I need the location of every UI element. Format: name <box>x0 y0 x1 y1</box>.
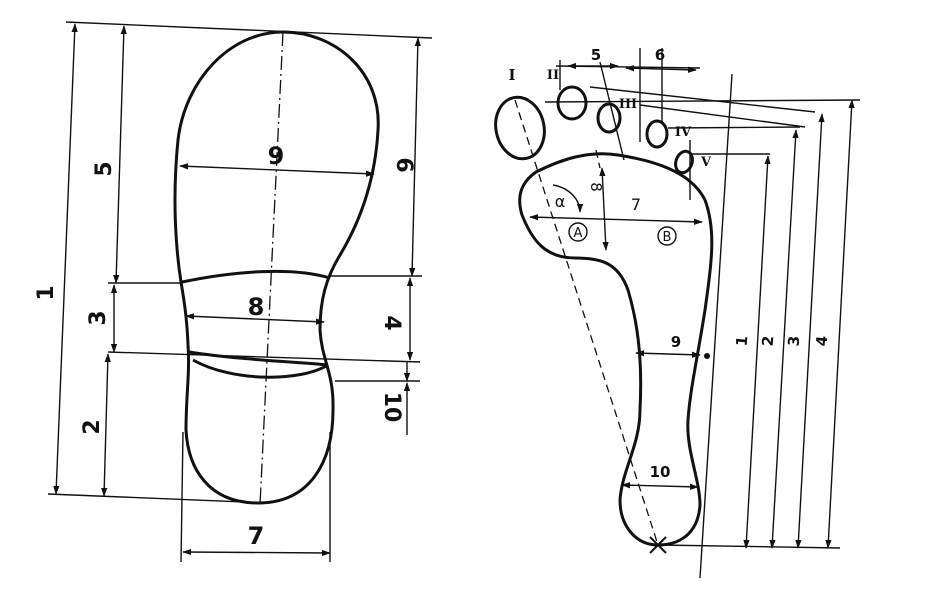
right-foot-figure: 5 6 I II III IV V α 8 7 A B 9 10 1 <box>494 46 861 579</box>
left-footprint-figure: 1 5 3 2 6 4 10 9 8 7 <box>34 21 433 563</box>
toe-3-label: III <box>619 97 637 112</box>
left-dim-4: 4 <box>379 315 404 330</box>
toe-4-shape <box>645 119 669 149</box>
point-b-label: B <box>663 230 672 245</box>
left-dim-5: 5 <box>92 161 117 176</box>
left-dim-7: 7 <box>248 522 265 550</box>
right-dim-9: 9 <box>671 333 681 351</box>
toe-2-shape <box>556 85 588 121</box>
right-dim-7: 7 <box>631 195 641 214</box>
right-dim-5: 5 <box>591 46 601 64</box>
toe-3-shape <box>596 102 622 134</box>
right-dim-6: 6 <box>655 46 665 64</box>
center-axis <box>259 31 284 506</box>
angle-alpha-label: α <box>555 192 566 211</box>
right-dim-8: 8 <box>587 182 605 192</box>
toe-4-label: IV <box>675 125 692 140</box>
right-dim-10: 10 <box>650 463 671 481</box>
heel-point-marker <box>649 536 667 554</box>
arch-line <box>181 269 331 284</box>
toe-5-shape <box>674 149 694 175</box>
point-a-label: A <box>574 226 583 241</box>
toe-1-shape <box>494 95 546 161</box>
toe-5-label: V <box>700 155 712 170</box>
right-dim-2: 2 <box>759 335 778 347</box>
footprint-outline <box>173 30 380 505</box>
left-dim-10: 10 <box>379 392 404 423</box>
angle-alpha-arc <box>552 184 584 213</box>
left-dim-1: 1 <box>34 285 59 300</box>
foot-outline <box>518 152 714 547</box>
right-dim-1: 1 <box>733 335 752 347</box>
left-dim-3: 3 <box>86 310 111 325</box>
right-dim-4: 4 <box>813 335 832 347</box>
left-dim-6: 6 <box>391 157 416 172</box>
toe-2-label: II <box>547 68 559 83</box>
left-dim-8: 8 <box>248 293 265 321</box>
toe-1-label: I <box>508 66 515 84</box>
left-dim-2: 2 <box>80 419 105 434</box>
heel-line <box>188 350 329 367</box>
right-dim-3: 3 <box>785 335 804 347</box>
left-dim-9: 9 <box>268 142 285 170</box>
